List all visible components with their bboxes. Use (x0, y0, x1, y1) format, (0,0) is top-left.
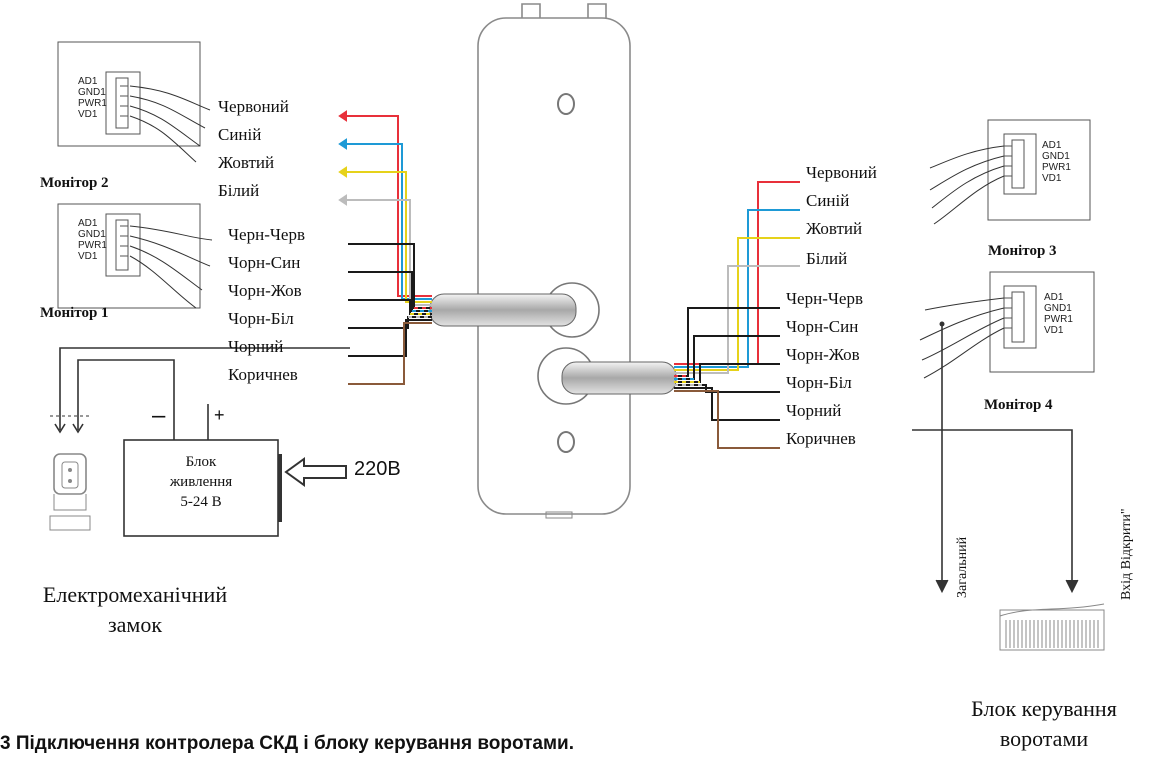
monitor3-box (929, 119, 1091, 225)
right-wire-black-red (674, 307, 780, 377)
lock-label-line1: Електромеханічний (42, 582, 228, 607)
power-supply-line1: Блок (185, 454, 217, 470)
minus-sign: – (152, 402, 166, 429)
wire-label-red: Червоний (218, 97, 289, 116)
open-input-label: Вхід Відкрити" (1119, 508, 1134, 600)
wire-label-black-yellow: Чорн-Жов (228, 281, 302, 300)
power-supply-label: Блок живлення 5-24 В (124, 452, 278, 512)
left-wire-white (340, 199, 432, 306)
monitor4-box (919, 271, 1095, 379)
wire-label-red: Червоний (806, 163, 877, 182)
left-wire-arrow-yellow (338, 166, 347, 178)
wire-label-brown: Коричнев (786, 429, 856, 448)
wire-label-white: Білий (806, 249, 848, 268)
wire-label-brown: Коричнев (228, 365, 298, 384)
wire-label-black-white: Чорн-Біл (228, 309, 294, 328)
pin-pwr1: PWR1 (1042, 162, 1071, 173)
controller-body (477, 3, 631, 519)
pin-gnd1: GND1 (1044, 303, 1072, 314)
lock-label-line2: замок (107, 612, 163, 637)
figure-caption: 3 Підключення контролера СКД і блоку кер… (0, 733, 574, 754)
pin-pwr1: PWR1 (78, 240, 107, 251)
pin-vd1: VD1 (1044, 325, 1064, 336)
wire-label-black-white: Чорн-Біл (786, 373, 852, 392)
left-wire-blue (340, 143, 432, 300)
monitor3-pins: AD1 GND1 PWR1 VD1 (1042, 140, 1071, 184)
left-cable-handle (429, 282, 600, 338)
pin-ad1: AD1 (78, 218, 98, 229)
wire-label-blue: Синій (806, 191, 850, 210)
pin-ad1: AD1 (1044, 292, 1064, 303)
pin-vd1: VD1 (78, 251, 98, 262)
pin-vd1: VD1 (78, 109, 98, 120)
left-wire-bundle (338, 110, 432, 385)
monitor3-title: Монітор 3 (988, 243, 1057, 259)
left-wire-arrow-blue (338, 138, 347, 150)
gate-control-box (912, 321, 1105, 651)
left-wire-arrow-red (338, 110, 347, 122)
pin-ad1: AD1 (78, 76, 98, 87)
right-wire-yellow (674, 237, 800, 371)
power-supply-line2: живлення (169, 474, 233, 490)
gate-label-line2: воротами (999, 726, 1089, 751)
monitor1-box (57, 203, 213, 309)
wire-label-white: Білий (218, 181, 260, 200)
left-wire-arrow-white (338, 194, 347, 206)
wire-label-black: Чорний (228, 337, 284, 356)
pin-gnd1: GND1 (78, 87, 106, 98)
right-wire-black-yellow (674, 363, 780, 383)
power-supply-box (54, 347, 350, 537)
wire-label-black-yellow: Чорн-Жов (786, 345, 860, 364)
monitor1-title: Монітор 1 (40, 305, 109, 321)
common-terminal-label: Загальний (955, 536, 970, 598)
electromechanical-lock (49, 415, 91, 531)
right-wire-black (674, 387, 780, 421)
wire-label-black-blue: Чорн-Син (786, 317, 859, 336)
plus-sign: + (214, 405, 225, 425)
monitor4-pins: AD1 GND1 PWR1 VD1 (1044, 292, 1073, 336)
monitor4-title: Монітор 4 (984, 397, 1053, 413)
pin-gnd1: GND1 (78, 229, 106, 240)
left-wire-yellow (340, 171, 432, 303)
right-wire-brown (674, 390, 780, 449)
monitor1-pins: AD1 GND1 PWR1 VD1 (78, 218, 107, 262)
gate-control-label: Блок керування воротами (935, 694, 1153, 754)
wire-label-yellow: Жовтий (218, 153, 275, 172)
power-supply-line3: 5-24 В (180, 494, 222, 510)
pin-vd1: VD1 (1042, 173, 1062, 184)
right-cable-handle (537, 347, 677, 405)
pin-gnd1: GND1 (1042, 151, 1070, 162)
monitor2-box (57, 41, 211, 163)
wire-label-black-blue: Чорн-Син (228, 253, 301, 272)
pin-pwr1: PWR1 (1044, 314, 1073, 325)
wire-label-yellow: Жовтий (806, 219, 863, 238)
left-wire-brown (348, 322, 432, 385)
pin-ad1: AD1 (1042, 140, 1062, 151)
left-wire-black (348, 319, 432, 357)
pin-pwr1: PWR1 (78, 98, 107, 109)
monitor2-pins: AD1 GND1 PWR1 VD1 (78, 76, 107, 120)
wire-label-black-red: Черн-Черв (786, 289, 863, 308)
wire-label-black: Чорний (786, 401, 842, 420)
wire-label-black-red: Черн-Черв (228, 225, 305, 244)
right-wire-bundle (674, 181, 800, 449)
mains-voltage-label: 220В (354, 458, 401, 480)
gate-label-line1: Блок керування (971, 696, 1117, 721)
right-wire-blue (674, 209, 800, 368)
monitor2-title: Монітор 2 (40, 175, 109, 191)
wire-label-blue: Синій (218, 125, 262, 144)
lock-label: Електромеханічний замок (0, 580, 270, 640)
